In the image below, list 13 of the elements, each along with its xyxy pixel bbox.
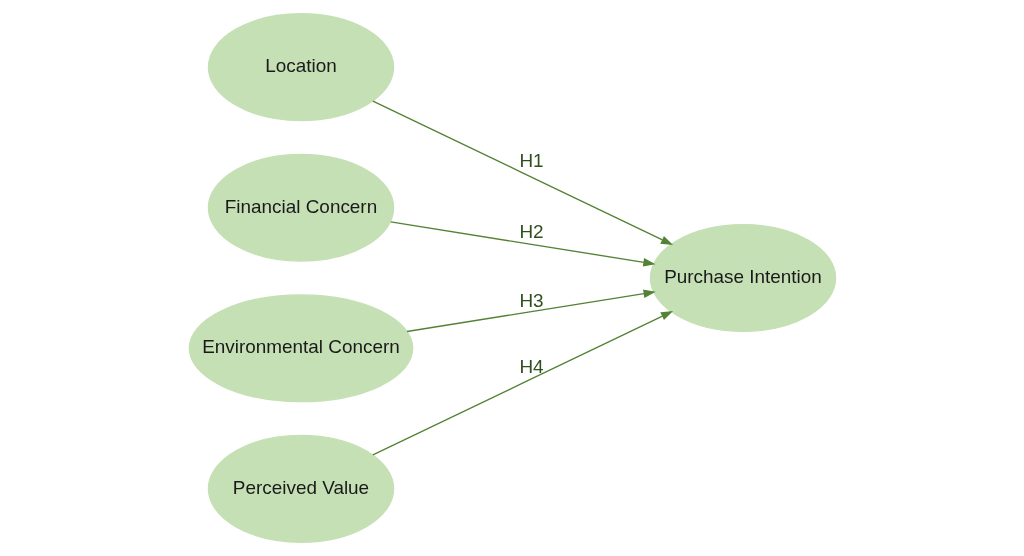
edge-label: H4 <box>518 355 544 377</box>
arrow <box>371 310 673 456</box>
arrow <box>405 289 656 333</box>
node-ellipse: Location <box>207 13 394 122</box>
arrow <box>371 100 673 246</box>
node-ellipse: Financial Concern <box>207 153 394 262</box>
edge-label: H2 <box>518 220 544 242</box>
arrow <box>389 221 655 267</box>
edge-label: H3 <box>518 289 544 311</box>
node-ellipse: Environmental Concern <box>188 294 413 403</box>
edge-label: H1 <box>518 150 544 172</box>
node-ellipse: Perceived Value <box>207 434 394 543</box>
node-ellipse: Purchase Intention <box>649 223 836 333</box>
